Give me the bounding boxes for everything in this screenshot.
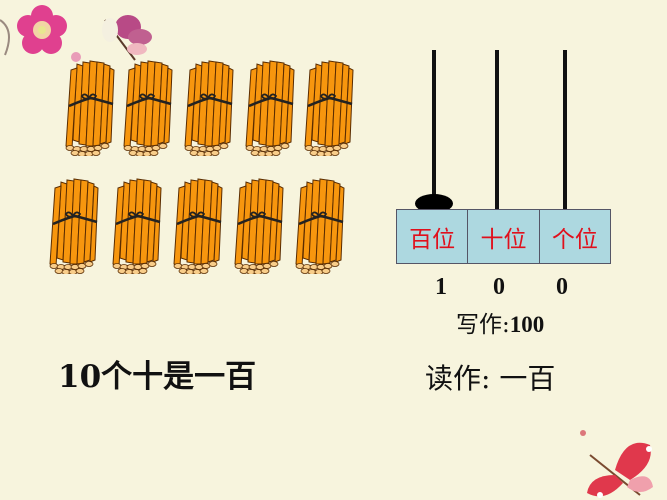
place-tens: 十位 (468, 210, 540, 263)
hundreds-rod (432, 50, 436, 209)
bundle-of-ten (122, 60, 173, 156)
ones-rod (563, 50, 567, 209)
butterfly-decoration-icon (580, 430, 653, 498)
tens-rod (495, 50, 499, 209)
bundle-of-ten (111, 178, 162, 274)
bundle-of-ten (64, 60, 115, 156)
digit-ones: 0 (556, 274, 568, 300)
digit-tens: 0 (493, 274, 505, 300)
read-label: 读作: (425, 362, 491, 395)
bundle-of-ten (172, 178, 223, 274)
bundle-of-ten (294, 178, 345, 274)
place-hundreds: 百位 (397, 210, 469, 263)
bundle-of-ten (48, 178, 99, 274)
bundle-of-ten (303, 60, 354, 156)
write-label: 写作: (456, 312, 510, 338)
caption-ten-tens: 10个十是一百 (58, 359, 257, 395)
bundle-of-ten (233, 178, 284, 274)
bundle-of-ten (183, 60, 234, 156)
bundle-of-ten (244, 60, 295, 156)
flower-decoration-icon (0, 5, 152, 62)
written-number: 写作:100 (456, 305, 544, 339)
read-value: 一百 (499, 362, 556, 395)
digit-hundreds: 1 (435, 274, 447, 300)
place-value-table: 百位 十位 个位 (396, 209, 611, 264)
place-ones: 个位 (539, 210, 610, 263)
write-value: 100 (509, 312, 545, 337)
abacus-bead (415, 194, 453, 213)
read-as: 读作: 一百 (425, 357, 555, 397)
